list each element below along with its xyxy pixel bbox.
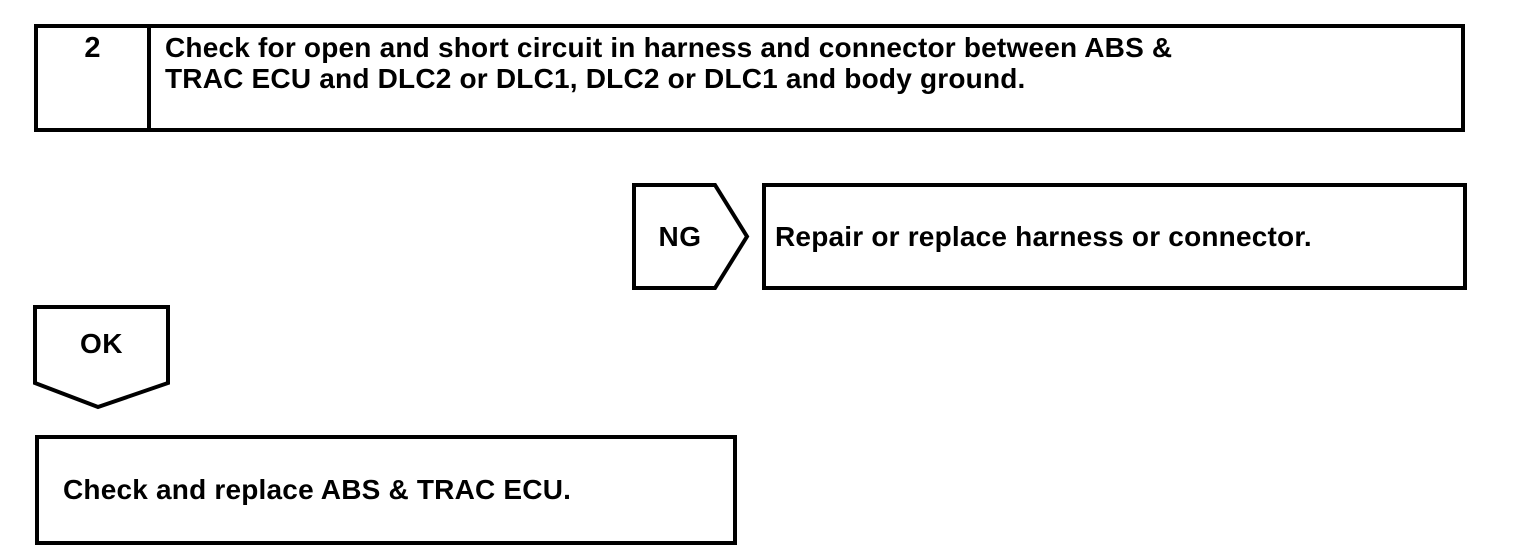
step-box: 2 Check for open and short circuit in ha… — [34, 24, 1465, 132]
ng-connector: NG — [632, 183, 750, 290]
ok-connector: OK — [33, 305, 170, 410]
ng-action-box: Repair or replace harness or connector. — [762, 183, 1467, 290]
ng-pentagon-icon — [632, 183, 750, 290]
ng-action-text: Repair or replace harness or connector. — [775, 220, 1312, 252]
ng-label: NG — [658, 220, 702, 252]
step-number-cell: 2 — [38, 28, 151, 128]
ok-action-box: Check and replace ABS & TRAC ECU. — [35, 435, 737, 545]
ok-label: OK — [80, 328, 123, 359]
ok-action-text: Check and replace ABS & TRAC ECU. — [63, 474, 572, 505]
ok-pentagon-icon — [33, 305, 170, 410]
step-instruction: Check for open and short circuit in harn… — [165, 32, 1173, 94]
step-number: 2 — [84, 32, 101, 64]
